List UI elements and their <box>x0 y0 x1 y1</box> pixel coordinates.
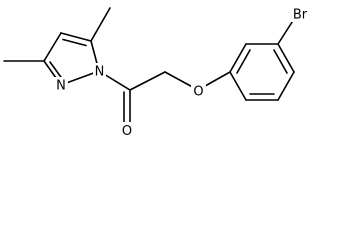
chemical-structure: N N O O Br <box>3 6 312 138</box>
atom-label-ether-oxygen: O <box>191 83 206 100</box>
atom-label-bromine: Br <box>288 6 312 23</box>
ring-bond-1 <box>229 43 247 73</box>
atom-br-text: Br <box>293 8 308 23</box>
acyl-chain <box>98 70 231 127</box>
atom-o-carbonyl-text: O <box>122 124 132 138</box>
bond-c4-c3 <box>43 32 62 62</box>
ring-bond-3-double <box>273 49 288 74</box>
ring-bond-3 <box>277 43 295 73</box>
atom-label-carbonyl-oxygen: O <box>120 122 135 138</box>
atom-n1-text: N <box>95 65 105 80</box>
atom-o-ether-text: O <box>193 85 203 100</box>
bond-c5-c4-double <box>62 38 87 47</box>
ring-bond-1-double <box>236 49 251 74</box>
atom-label-n2: N <box>54 77 68 94</box>
benzene-ring <box>229 43 295 101</box>
ring-bond-4 <box>277 71 295 101</box>
atom-label-n1: N <box>93 63 106 80</box>
methyl-bond-c5 <box>90 7 111 42</box>
ring-bond-6 <box>229 71 247 101</box>
atom-n2-text: N <box>56 79 66 94</box>
bond-carbonyl-ch2 <box>129 71 166 91</box>
bond-c5-c4 <box>60 32 92 42</box>
